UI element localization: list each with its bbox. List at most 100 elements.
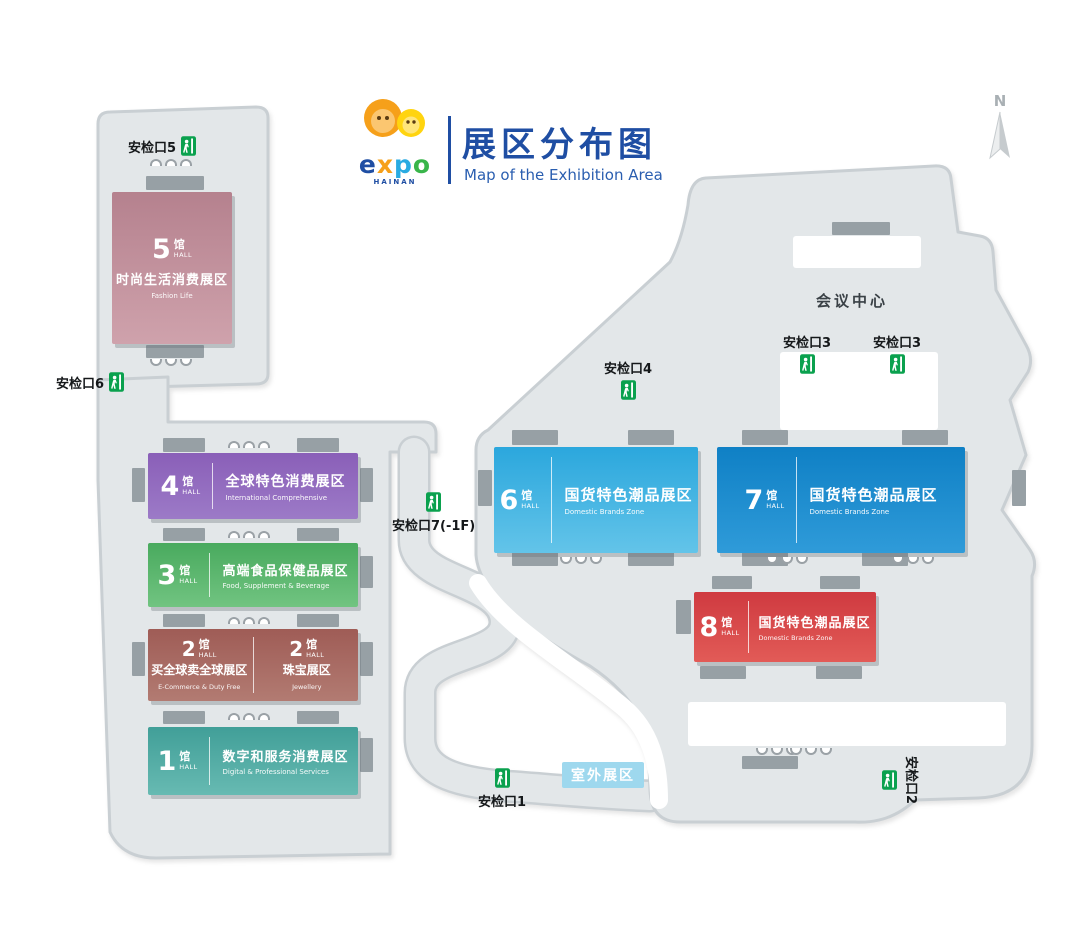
door-tab	[297, 711, 339, 724]
hall-name-zh: 国货特色潮品展区	[809, 486, 938, 504]
hall-divider	[551, 457, 553, 543]
door-tab	[360, 468, 373, 502]
hall-divider	[796, 457, 798, 543]
hall-name-zh: 数字和服务消费展区	[222, 750, 349, 765]
checkpoint-6: 安检口6	[56, 372, 125, 392]
hall-name-en: Food, Supplement & Beverage	[222, 582, 330, 590]
entrance-arches	[892, 557, 934, 564]
hall-name-en: Domestic Brands Zone	[809, 508, 890, 516]
door-tab	[628, 430, 674, 445]
door-tab	[132, 642, 145, 676]
hall-name-en: Digital & Professional Services	[222, 768, 329, 776]
hall-name-en: E-Commerce & Duty Free	[158, 683, 241, 692]
entrance-arches	[790, 748, 832, 755]
door-tab	[163, 614, 205, 627]
entrance-arches	[150, 359, 192, 366]
door-tab	[163, 438, 205, 452]
door-tab	[132, 468, 145, 502]
door-tab	[297, 614, 339, 627]
expo-logo-icon	[364, 99, 425, 137]
hall-name-zh: 国货特色潮品展区	[758, 616, 871, 631]
north-arrow-icon	[989, 111, 1010, 160]
door-tab	[360, 642, 373, 676]
checkpoint-1: 安检口1	[478, 768, 526, 810]
door-tab	[742, 430, 788, 445]
security-gate-icon	[109, 372, 125, 392]
checkpoint-2-label: 安检口2	[903, 756, 918, 805]
hall-divider	[212, 463, 214, 509]
door-tab	[742, 552, 788, 566]
hall-divider	[209, 553, 211, 597]
door-tab	[712, 576, 752, 589]
checkpoint-4: 安检口4	[604, 358, 652, 400]
header-divider	[448, 116, 451, 184]
entrance-arches	[560, 557, 602, 564]
door-tab	[297, 438, 339, 452]
security-gate-icon	[882, 770, 897, 790]
door-tab	[512, 552, 558, 566]
hall-name-en: International Comprehensive	[225, 493, 328, 502]
corridor-gap	[469, 574, 668, 809]
checkpoint-3a: 安检口3	[783, 332, 831, 374]
white-court	[793, 236, 921, 268]
door-tab	[676, 600, 691, 634]
hall-divider	[748, 601, 750, 653]
hall-divider	[209, 737, 211, 785]
expo-logo: expo HAINAN	[346, 96, 444, 186]
entrance-arches	[228, 441, 270, 448]
door-tab	[816, 666, 862, 679]
door-tab	[163, 711, 205, 724]
hall-name-zh: 时尚生活消费展区	[115, 273, 228, 288]
entrance-arches	[228, 617, 270, 624]
outdoor-zone-badge: 室外展区	[562, 762, 644, 788]
checkpoint-3b: 安检口3	[873, 332, 921, 374]
compass-north-label: N	[993, 92, 1007, 110]
hall-name-en: Domestic Brands Zone	[758, 634, 833, 642]
door-tab	[146, 176, 204, 190]
hall-name-zh: 国货特色潮品展区	[564, 486, 693, 504]
checkpoint-5: 安检口5	[128, 136, 197, 156]
door-tab	[820, 576, 860, 589]
door-tab	[360, 738, 373, 772]
conference-center-label: 会议中心	[816, 292, 889, 310]
hall-name-en: Fashion Life	[151, 292, 193, 300]
hall-name-zh: 高端食品保健品展区	[222, 564, 349, 579]
entrance-arches	[228, 713, 270, 720]
white-court	[688, 702, 1006, 746]
hall-name-zh: 买全球卖全球展区	[151, 663, 248, 678]
entrance-arches	[766, 557, 808, 564]
door-tab	[902, 430, 948, 445]
hall-name-en: Domestic Brands Zone	[564, 508, 645, 516]
compass: N	[978, 92, 1022, 168]
door-tab	[832, 222, 890, 235]
page-title: 展区分布图	[462, 125, 657, 165]
door-tab	[1012, 470, 1026, 506]
security-gate-icon	[889, 354, 905, 374]
hall-name-zh: 全球特色消费展区	[225, 473, 346, 490]
hall-name-en: Jewellery	[292, 683, 322, 692]
hall-name-zh: 珠宝展区	[282, 663, 331, 678]
door-tab	[512, 430, 558, 445]
entrance-arches	[150, 159, 192, 166]
door-tab	[146, 345, 204, 358]
door-tab	[297, 528, 339, 541]
checkpoint-7: 安检口7(-1F)	[392, 492, 475, 534]
checkpoint-2	[882, 770, 897, 790]
entrance-arches	[228, 531, 270, 538]
